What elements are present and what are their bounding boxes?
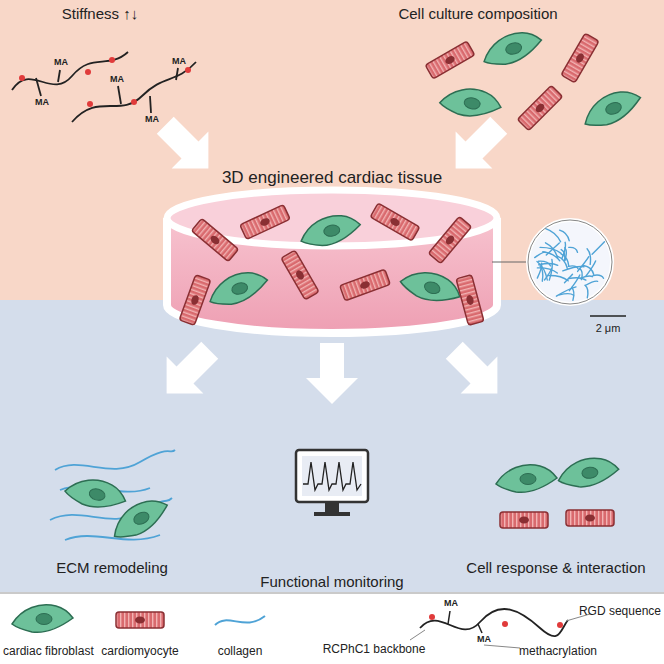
panel-label: Cell culture composition — [398, 6, 557, 23]
collagen-fiber — [585, 281, 597, 285]
tissue-dish — [167, 190, 497, 333]
collagen-fiber — [569, 247, 578, 252]
collagen-fiber — [585, 285, 588, 298]
monitor-icon — [296, 450, 368, 516]
ma-tag: MA — [35, 98, 49, 108]
ma-tag: MA — [110, 75, 124, 85]
polymer-chains — [12, 52, 196, 122]
collagen-fiber — [584, 266, 594, 275]
scale-label: 2 μm — [596, 322, 621, 334]
collagen-fibers — [535, 229, 605, 301]
output-label: ECM remodeling — [56, 560, 168, 577]
collagen-fiber — [578, 257, 589, 272]
flow-arrows — [147, 107, 517, 412]
ma-tag: MA — [477, 635, 491, 645]
collagen-fiber — [593, 275, 604, 278]
collagen-fiber — [549, 259, 552, 280]
ma-tag: MA — [54, 58, 68, 68]
scale-bar — [590, 315, 626, 317]
cell-interaction-icon — [496, 456, 620, 528]
collagen-fiber — [561, 250, 565, 261]
collagen-fiber — [535, 252, 545, 258]
legend-label: RCPhC1 backbone — [323, 643, 426, 656]
output-label: Functional monitoring — [260, 574, 403, 591]
ma-tag: MA — [145, 115, 159, 125]
rgd-dots — [19, 57, 191, 107]
ecm-remodeling-icon — [50, 450, 175, 544]
output-label: Cell response & interaction — [466, 560, 645, 577]
collagen-fiber — [592, 242, 604, 255]
legend-text: cardiac fibroblast — [3, 645, 94, 658]
legend-label: methacrylation — [519, 645, 597, 658]
collagen-fiber — [539, 264, 558, 266]
collagen-fiber — [557, 256, 567, 268]
collagen-fiber — [568, 266, 578, 269]
collagen-fiber — [569, 278, 586, 280]
panel-label: Stiffness ↑↓ — [62, 6, 138, 23]
collagen-fiber — [546, 229, 561, 242]
cell-composition — [425, 27, 645, 132]
ma-tag: MA — [172, 57, 186, 67]
legend-text: cardiomyocyte — [101, 645, 178, 658]
ma-tag: MA — [444, 599, 458, 609]
bottom-band — [0, 300, 664, 592]
collagen-fiber — [556, 287, 576, 296]
collagen-fiber — [559, 294, 573, 296]
collagen-fiber — [537, 262, 547, 281]
zoom-circle — [528, 220, 612, 304]
legend-label: RGD sequence — [579, 605, 661, 618]
legend-text: collagen — [218, 645, 263, 658]
collagen-fiber — [560, 230, 570, 241]
tissue-title: 3D engineered cardiac tissue — [222, 169, 442, 188]
legend-icons — [12, 605, 590, 648]
